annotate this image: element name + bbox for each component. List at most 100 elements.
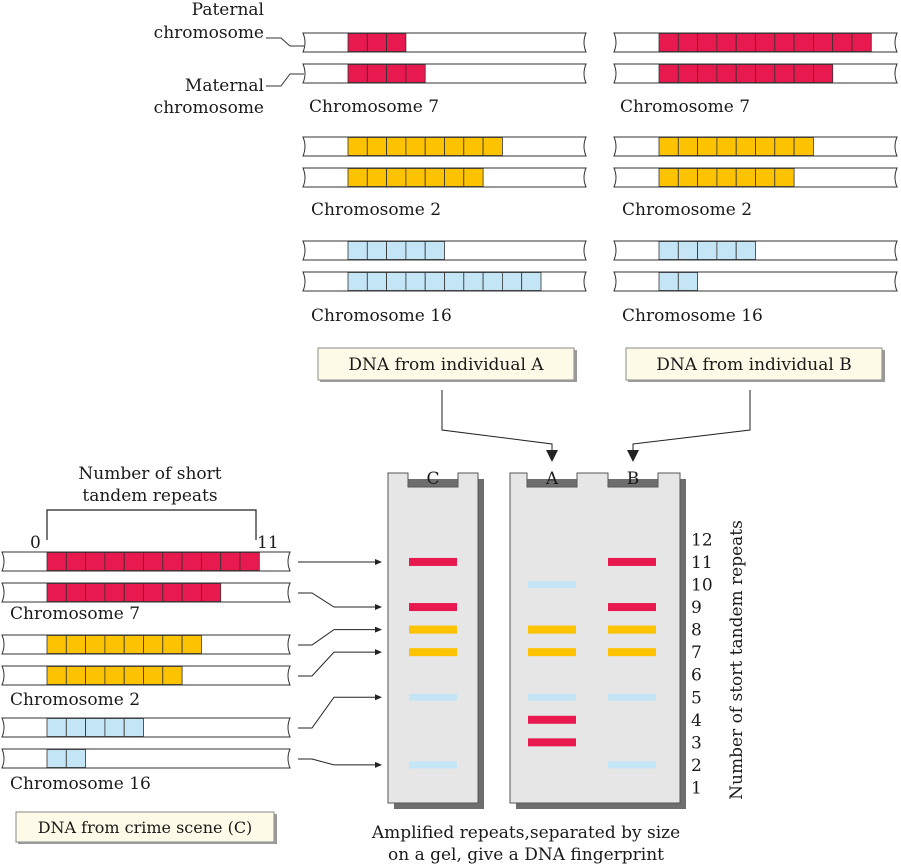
a-chr7-maternal-repeat: [366, 64, 387, 83]
individual-b-line: [632, 390, 751, 452]
band-a-chr16: [528, 693, 576, 701]
connector-line: [298, 758, 375, 766]
c-chr7-paternal-repeat: [239, 552, 260, 571]
b-chr7-paternal-repeat: [793, 33, 814, 52]
individual-b-box-shadow-bottom: [628, 380, 885, 382]
individual-b-box-shadow: [882, 350, 885, 382]
scale-number: 12: [691, 530, 713, 550]
a-chr2-maternal-repeat: [405, 168, 426, 187]
b-chr2-paternal-repeat: [658, 137, 679, 156]
a-chr16-paternal-repeat: [347, 241, 368, 260]
a-chr16-maternal-repeat: [386, 272, 407, 291]
a-chr16-paternal-repeat: [424, 241, 445, 260]
a-chr2-maternal-repeat: [463, 168, 484, 187]
b-chr2-paternal-repeat: [774, 137, 795, 156]
scale-number: 1: [691, 778, 702, 798]
a-chr7-maternal-outline: [302, 63, 587, 84]
b-chr2-maternal-repeat: [658, 168, 679, 187]
a-chr2-maternal-repeat: [424, 168, 445, 187]
band-b-chr7: [608, 557, 656, 566]
c-chr2-maternal-repeat: [143, 666, 164, 685]
b-chr7-maternal-repeat: [813, 64, 834, 83]
band-a-chr7: [528, 738, 576, 747]
axis-zero-label: 0: [30, 533, 41, 553]
b-chr2-paternal-repeat: [716, 137, 737, 156]
a-chr16-maternal-repeat: [463, 272, 484, 291]
c-chr7-paternal-repeat: [200, 552, 222, 571]
b-chr7-paternal-repeat: [851, 33, 872, 52]
connector-line: [298, 651, 375, 677]
scale-number: 2: [691, 756, 702, 776]
c-chr16-paternal: [1, 717, 291, 738]
b-chr16-paternal: [613, 240, 898, 261]
c-chr2-maternal-repeat: [46, 666, 67, 685]
c-chr7-maternal-repeat: [104, 583, 125, 602]
c-chr7-maternal-repeat: [200, 583, 222, 602]
a-chr16-paternal-repeat: [405, 241, 426, 260]
c-chr7-paternal-repeat: [143, 552, 164, 571]
caption-line1: Amplified repeats,separated by size: [371, 823, 680, 843]
b-chr2-paternal: [613, 136, 898, 157]
band-b-chr2: [608, 625, 656, 634]
a-chr7-maternal-repeat: [386, 64, 407, 83]
b-chr2-paternal-repeat: [755, 137, 776, 156]
connector-line: [298, 696, 375, 729]
band-b-chr7: [608, 603, 656, 612]
individual-b-label: DNA from individual B: [656, 355, 851, 375]
paternal-label-line1: Paternal: [192, 0, 264, 20]
gel-panel-c: [387, 472, 479, 804]
b-chr16-paternal-repeat: [697, 241, 718, 260]
b-chr7-maternal-repeat: [697, 64, 718, 83]
paternal-label-line2: chromosome: [154, 23, 264, 43]
band-c-chr7: [409, 603, 457, 612]
b-chr7-paternal-repeat: [774, 33, 795, 52]
a-chr2-paternal: [302, 136, 587, 157]
a-chr7-paternal-repeat: [366, 33, 387, 52]
band-c-chr16: [409, 693, 457, 701]
b-chr2-maternal-repeat: [716, 168, 737, 187]
c-chr7-paternal: [1, 551, 291, 572]
scale-number: 11: [691, 553, 713, 573]
individual-a-box-shadow-bottom: [320, 380, 577, 382]
b-chr7-maternal-repeat: [793, 64, 814, 83]
scale-number: 7: [691, 643, 702, 663]
a-chr2-label: Chromosome 2: [311, 200, 441, 220]
maternal-pointer-line: [266, 73, 304, 87]
c-chr16-maternal-repeat: [65, 749, 87, 768]
a-chr16-maternal-repeat: [366, 272, 387, 291]
band-b-chr16: [608, 761, 656, 769]
c-chr16-paternal-repeat: [85, 718, 106, 737]
c-chr7-maternal-repeat: [143, 583, 164, 602]
b-chr2-paternal-repeat: [697, 137, 718, 156]
connector-arrow: [375, 604, 382, 611]
connector-line: [298, 629, 375, 646]
individual-a-label: DNA from individual A: [348, 355, 544, 375]
a-chr2-paternal-repeat: [482, 137, 503, 156]
band-c-chr16: [409, 761, 457, 769]
b-chr16-paternal-repeat: [735, 241, 756, 260]
b-chr7-paternal-repeat: [813, 33, 834, 52]
b-chr2-maternal-repeat: [735, 168, 756, 187]
c-chr7-maternal-repeat: [85, 583, 106, 602]
lane-c-label: C: [426, 469, 439, 489]
b-chr2-paternal-repeat: [793, 137, 814, 156]
a-chr7-paternal-outline: [302, 32, 587, 53]
c-chr16-paternal-repeat: [104, 718, 125, 737]
paternal-pointer-line: [266, 37, 304, 47]
gel-panel-a-b: [509, 472, 681, 804]
band-a-chr7: [528, 715, 576, 724]
lane-a-label: A: [545, 469, 559, 489]
a-chr2-maternal-repeat: [366, 168, 387, 187]
b-chr7-maternal-repeat: [716, 64, 737, 83]
c-chr7-paternal-repeat: [162, 552, 183, 571]
b-chr2-label: Chromosome 2: [622, 200, 752, 220]
a-chr2-maternal-repeat: [347, 168, 368, 187]
c-chr2-maternal-repeat: [123, 666, 144, 685]
y-axis-label: Number of stort tandem repeats: [727, 520, 747, 800]
a-chr16-maternal: [302, 271, 587, 292]
b-chr7-maternal: [613, 63, 898, 84]
crime-scene-box-shadow: [274, 814, 277, 844]
maternal-label-line1: Maternal: [185, 76, 264, 96]
str-count-bracket: [46, 509, 257, 540]
